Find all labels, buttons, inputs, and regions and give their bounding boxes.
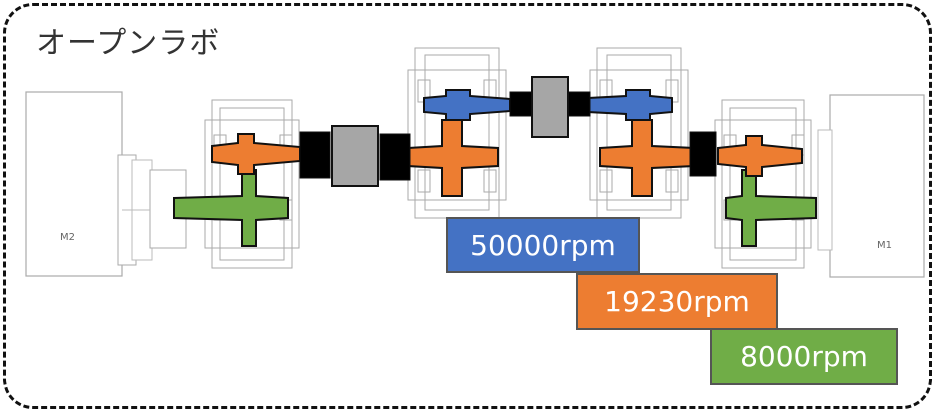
- motor-m2: M2: [25, 91, 187, 277]
- torque-sensors: [331, 76, 569, 187]
- speed-label-high: 50000rpm: [446, 217, 640, 273]
- couplings: [299, 91, 717, 181]
- high-speed-shafts: [423, 89, 673, 121]
- speed-label-mid: 19230rpm: [576, 273, 778, 330]
- low-speed-shafts: [173, 169, 817, 247]
- dashed-frame: [3, 3, 932, 409]
- speed-label-low: 8000rpm: [710, 328, 898, 385]
- motor-m1: M1: [817, 94, 925, 278]
- motor-m2-label: M2: [60, 232, 75, 243]
- page-title: オープンラボ: [36, 26, 221, 61]
- motor-m1-label: M1: [877, 240, 892, 251]
